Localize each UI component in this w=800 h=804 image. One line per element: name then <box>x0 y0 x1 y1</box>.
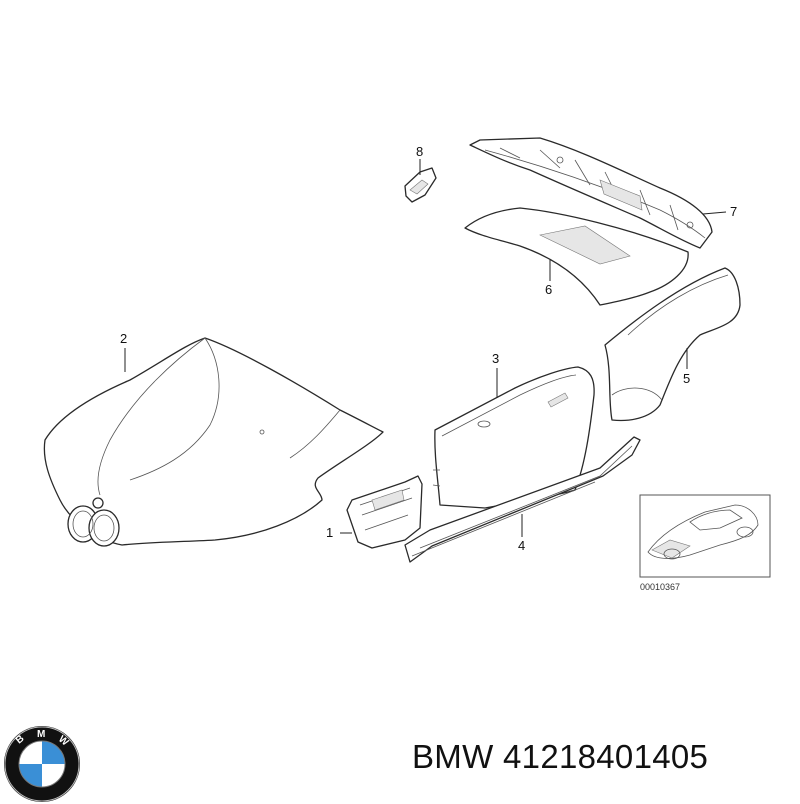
part-trunk-lid <box>464 207 689 306</box>
callout-2: 2 <box>120 331 127 346</box>
callout-7: 7 <box>730 204 737 219</box>
bmw-logo: B M W <box>4 726 80 802</box>
callout-3: 3 <box>492 351 499 366</box>
callout-6: 6 <box>545 282 552 297</box>
reference-code: 00010367 <box>640 582 680 592</box>
leader-lines <box>124 159 727 537</box>
svg-text:M: M <box>37 729 45 740</box>
callout-5: 5 <box>683 371 690 386</box>
part-sill <box>404 436 641 563</box>
hood-emblem <box>92 497 104 509</box>
locator-thumbnail <box>639 494 771 578</box>
callout-4: 4 <box>518 538 525 553</box>
callout-1: 1 <box>326 525 333 540</box>
part-rear-quarter <box>604 267 741 422</box>
part-hood <box>43 337 384 547</box>
part-front-panel <box>346 475 423 549</box>
callout-8: 8 <box>416 144 423 159</box>
footer-part-title: BMW 41218401405 <box>412 738 709 775</box>
part-rear-panel <box>469 137 713 249</box>
part-door <box>432 366 595 509</box>
part-bracket <box>404 167 437 203</box>
